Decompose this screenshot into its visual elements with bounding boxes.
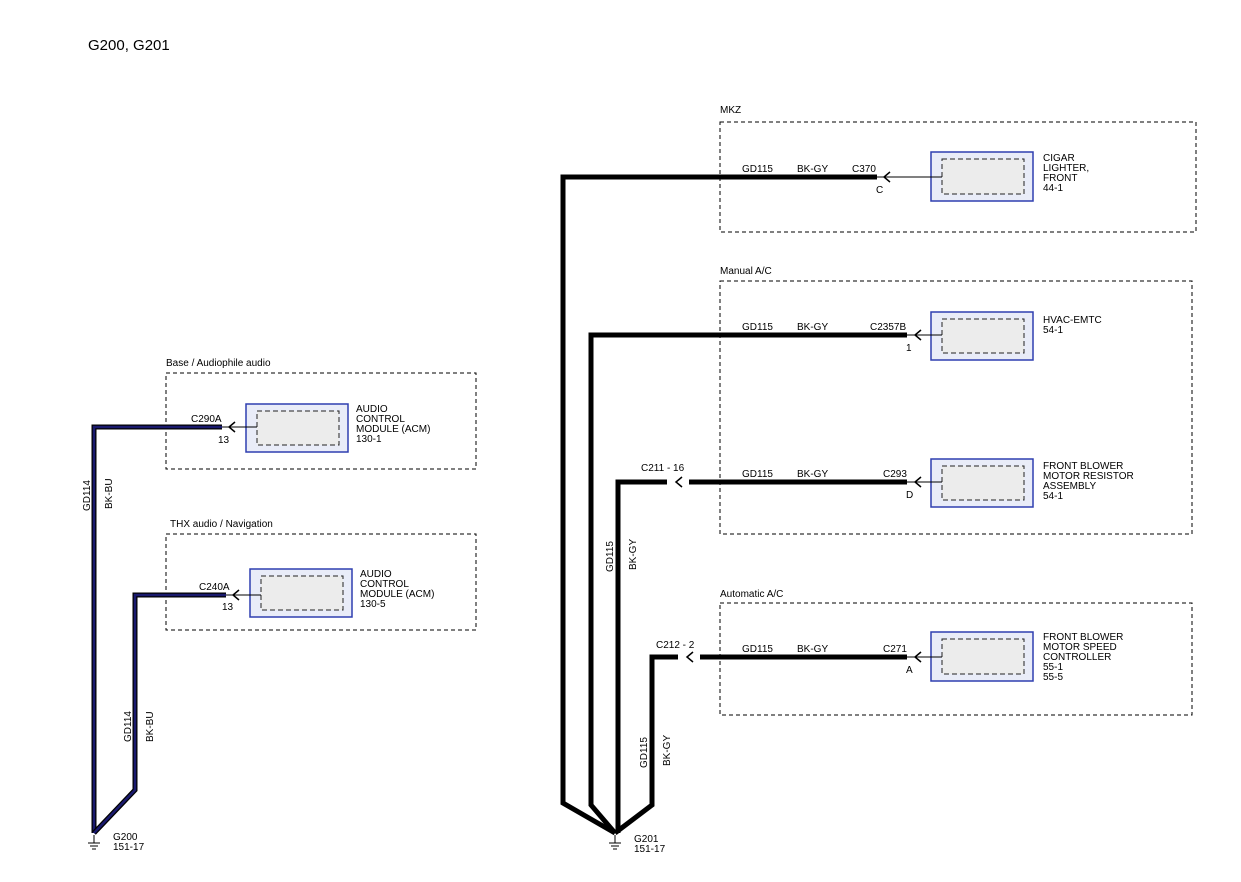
wire-label-gd115-hvac: GD115 (742, 322, 773, 333)
wire-color-vertical: BK-GY (628, 539, 639, 570)
component-acm-130-1 (245, 403, 349, 453)
component-label-hvac: HVAC-EMTC 54-1 (1043, 315, 1102, 336)
svg-text:HVAC-EMTC: HVAC-EMTC (1043, 315, 1102, 326)
component-blower-speed-controller (930, 631, 1034, 682)
wire-color-vertical-2: BK-GY (662, 735, 673, 766)
connector-c271: C271 (883, 644, 907, 655)
component-leads-right (877, 176, 942, 658)
svg-text:CONTROL: CONTROL (356, 414, 405, 425)
group-label-manual-ac: Manual A/C (720, 266, 772, 277)
svg-text:FRONT: FRONT (1043, 173, 1077, 184)
component-label-cigar: CIGAR LIGHTER, FRONT 44-1 (1043, 153, 1089, 194)
svg-text:CIGAR: CIGAR (1043, 153, 1075, 164)
svg-text:AUDIO: AUDIO (360, 569, 392, 580)
connector-c293: C293 (883, 469, 907, 480)
component-acm-130-5 (249, 568, 353, 618)
connector-c2357b: C2357B (870, 322, 906, 333)
wire-gd114-group (91, 424, 226, 835)
svg-text:MODULE (ACM): MODULE (ACM) (360, 589, 434, 600)
connector-c240a-pin: 13 (222, 602, 234, 613)
svg-text:55-1: 55-1 (1043, 662, 1063, 673)
ground-g201-ref: 151-17 (634, 844, 666, 855)
ground-icon-g201 (609, 835, 621, 850)
wire-label-gd114-vertical-2: GD114 (123, 711, 134, 742)
ground-g200: G200 (113, 832, 138, 843)
svg-text:MOTOR SPEED: MOTOR SPEED (1043, 642, 1117, 653)
connector-c2357b-pin: 1 (906, 343, 912, 354)
group-label-mkz: MKZ (720, 105, 741, 116)
component-cigar-lighter (930, 151, 1034, 202)
wire-label-gd115-resistor: GD115 (742, 469, 773, 480)
wire-color-speed: BK-GY (797, 644, 828, 655)
wire-label-gd115-vertical-2: GD115 (639, 737, 650, 768)
connector-c293-pin: D (906, 490, 913, 501)
component-blower-resistor (930, 458, 1034, 508)
svg-text:LIGHTER,: LIGHTER, (1043, 163, 1089, 174)
connector-chevrons-left (227, 421, 240, 601)
wire-label-gd114-vertical: GD114 (82, 480, 93, 511)
svg-text:FRONT BLOWER: FRONT BLOWER (1043, 461, 1123, 472)
svg-text:AUDIO: AUDIO (356, 404, 388, 415)
group-label-thx-audio: THX audio / Navigation (170, 519, 273, 530)
wire-label-gd115-mkz: GD115 (742, 164, 773, 175)
wire-gd115-group (560, 174, 907, 836)
component-label-acm-5: AUDIO CONTROL MODULE (ACM) 130-5 (360, 569, 434, 610)
svg-text:130-5: 130-5 (360, 599, 386, 610)
connector-c212: C212 - 2 (656, 640, 695, 651)
svg-text:MOTOR RESISTOR: MOTOR RESISTOR (1043, 471, 1134, 482)
wire-color-resistor: BK-GY (797, 469, 828, 480)
connector-c240a: C240A (199, 582, 230, 593)
page-title: G200, G201 (88, 37, 170, 54)
wire-label-gd115-vertical: GD115 (605, 541, 616, 572)
ground-icon-g200 (88, 835, 100, 850)
connector-c290a-pin: 13 (218, 435, 230, 446)
group-box-thx-audio (165, 533, 477, 631)
wire-label-gd115-speed: GD115 (742, 644, 773, 655)
ground-g200-ref: 151-17 (113, 842, 145, 853)
svg-text:CONTROL: CONTROL (360, 579, 409, 590)
group-box-manual-ac (719, 280, 1193, 535)
svg-text:CONTROLLER: CONTROLLER (1043, 652, 1111, 663)
group-label-base-audio: Base / Audiophile audio (166, 358, 271, 369)
group-box-automatic-ac (719, 602, 1193, 716)
svg-text:MODULE (ACM): MODULE (ACM) (356, 424, 430, 435)
svg-text:54-1: 54-1 (1043, 491, 1063, 502)
svg-text:FRONT BLOWER: FRONT BLOWER (1043, 632, 1123, 643)
svg-text:130-1: 130-1 (356, 434, 382, 445)
wire-color-mkz: BK-GY (797, 164, 828, 175)
connector-c271-pin: A (906, 665, 913, 676)
component-label-speed: FRONT BLOWER MOTOR SPEED CONTROLLER 55-1… (1043, 632, 1123, 683)
svg-text:44-1: 44-1 (1043, 183, 1063, 194)
svg-text:54-1: 54-1 (1043, 325, 1063, 336)
connector-c370-pin: C (876, 185, 883, 196)
group-box-base-audio (165, 372, 477, 470)
connector-chevrons-right (674, 171, 922, 663)
wire-color-bk-bu-vertical-2: BK-BU (145, 711, 156, 742)
wire-color-bk-bu-vertical: BK-BU (104, 478, 115, 509)
connector-c211: C211 - 16 (641, 463, 685, 474)
svg-text:55-5: 55-5 (1043, 672, 1063, 683)
wire-color-hvac: BK-GY (797, 322, 828, 333)
svg-text:ASSEMBLY: ASSEMBLY (1043, 481, 1096, 492)
connector-c290a: C290A (191, 414, 222, 425)
connector-c370: C370 (852, 164, 876, 175)
component-label-acm-1: AUDIO CONTROL MODULE (ACM) 130-1 (356, 404, 430, 445)
component-label-resistor: FRONT BLOWER MOTOR RESISTOR ASSEMBLY 54-… (1043, 461, 1134, 502)
component-hvac-emtc (930, 311, 1034, 361)
group-label-automatic-ac: Automatic A/C (720, 589, 783, 600)
ground-g201: G201 (634, 834, 659, 845)
